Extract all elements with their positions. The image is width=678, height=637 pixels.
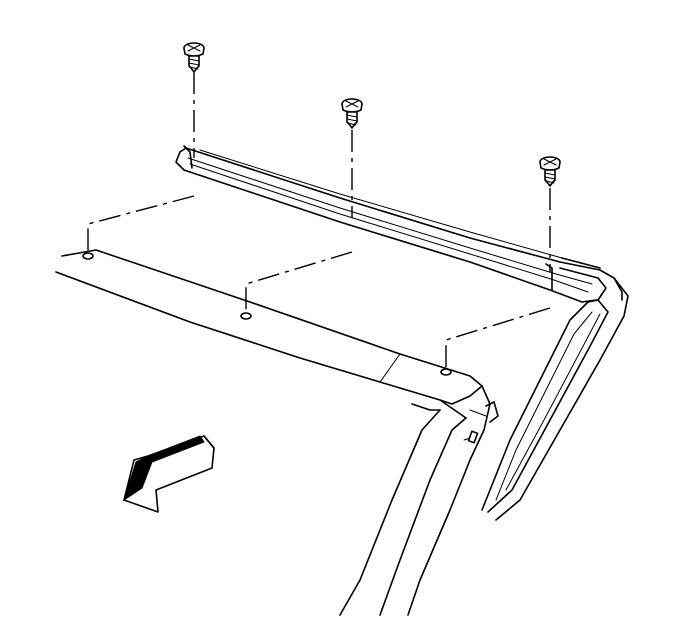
roof-trim-molding [175,145,623,303]
mounting-holes [82,252,452,376]
screw-alignment-lines [193,72,551,272]
direction-arrow-icon [123,435,215,513]
screw-center-icon [341,98,363,129]
roof-panel [55,249,499,616]
screw-right-icon [539,156,561,187]
hole-leader-lines [87,195,551,370]
door-frame-pillar [481,277,629,521]
screw-left-icon [183,42,205,73]
